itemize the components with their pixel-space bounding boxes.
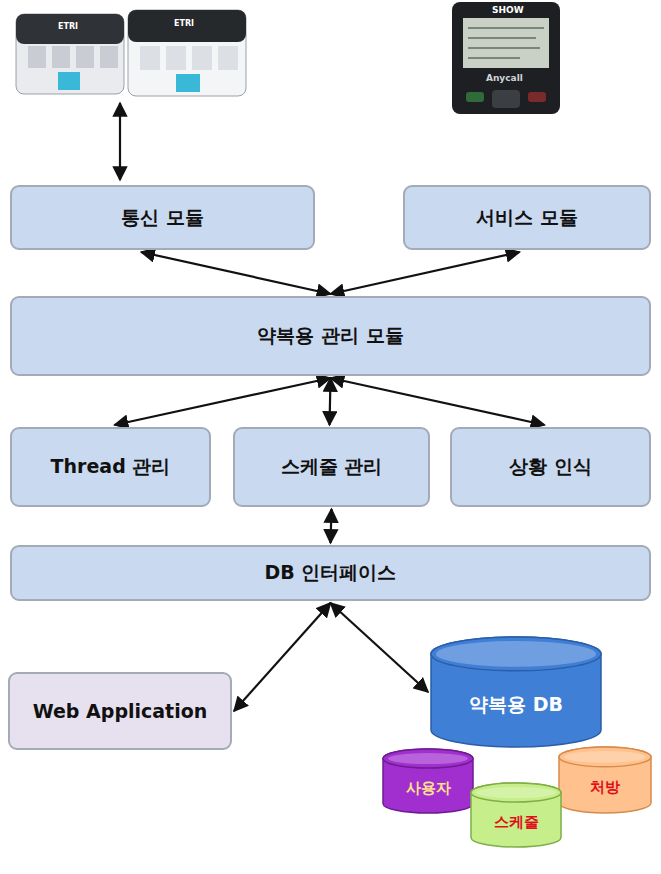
bidirectional-arrow (331, 252, 520, 294)
bidirectional-arrow (234, 603, 331, 711)
node-label: 약복용 관리 모듈 (257, 323, 403, 349)
bidirectional-arrow (331, 509, 332, 543)
node-label: 통신 모듈 (121, 205, 204, 231)
node-label: Thread 관리 (51, 454, 171, 480)
node-label: 처방 (590, 778, 620, 797)
device-brand-text: ETRI (174, 19, 194, 28)
node-label: 사용자 (406, 779, 451, 798)
bidirectional-arrow (331, 378, 545, 425)
module-box: 상황 인식 (450, 427, 651, 507)
bidirectional-arrow (331, 603, 429, 692)
module-box: 약복용 관리 모듈 (10, 296, 651, 376)
dispenser-right (128, 10, 246, 96)
module-box: 서비스 모듈 (403, 185, 651, 250)
device-brand-text: Anycall (486, 73, 523, 83)
bidirectional-arrow (328, 378, 331, 425)
node-label: DB 인터페이스 (265, 560, 397, 586)
database-cylinder: 약복용 DB (430, 636, 602, 748)
device-brand-text: SHOW (492, 5, 524, 15)
application-box: Web Application (8, 672, 232, 750)
bidirectional-arrow (141, 252, 330, 294)
table-cylinder: 사용자 (382, 748, 474, 814)
interface-box: DB 인터페이스 (10, 545, 651, 601)
node-label: 서비스 모듈 (476, 205, 578, 231)
node-label: 상황 인식 (509, 454, 592, 480)
module-box: Thread 관리 (10, 427, 211, 507)
module-box: 통신 모듈 (10, 185, 315, 250)
node-label: 스케줄 관리 (281, 454, 383, 480)
table-cylinder: 스케줄 (470, 782, 562, 848)
module-box: 스케줄 관리 (233, 427, 430, 507)
mobile-phone (452, 2, 560, 114)
node-label: 스케줄 (494, 813, 539, 832)
device-brand-text: ETRI (58, 22, 78, 31)
cylinder-outline (430, 636, 602, 748)
bidirectional-arrow (115, 378, 331, 425)
dispenser-left (16, 14, 124, 94)
node-label: Web Application (33, 700, 208, 722)
node-label: 약복용 DB (469, 692, 563, 718)
table-cylinder: 처방 (558, 746, 652, 814)
